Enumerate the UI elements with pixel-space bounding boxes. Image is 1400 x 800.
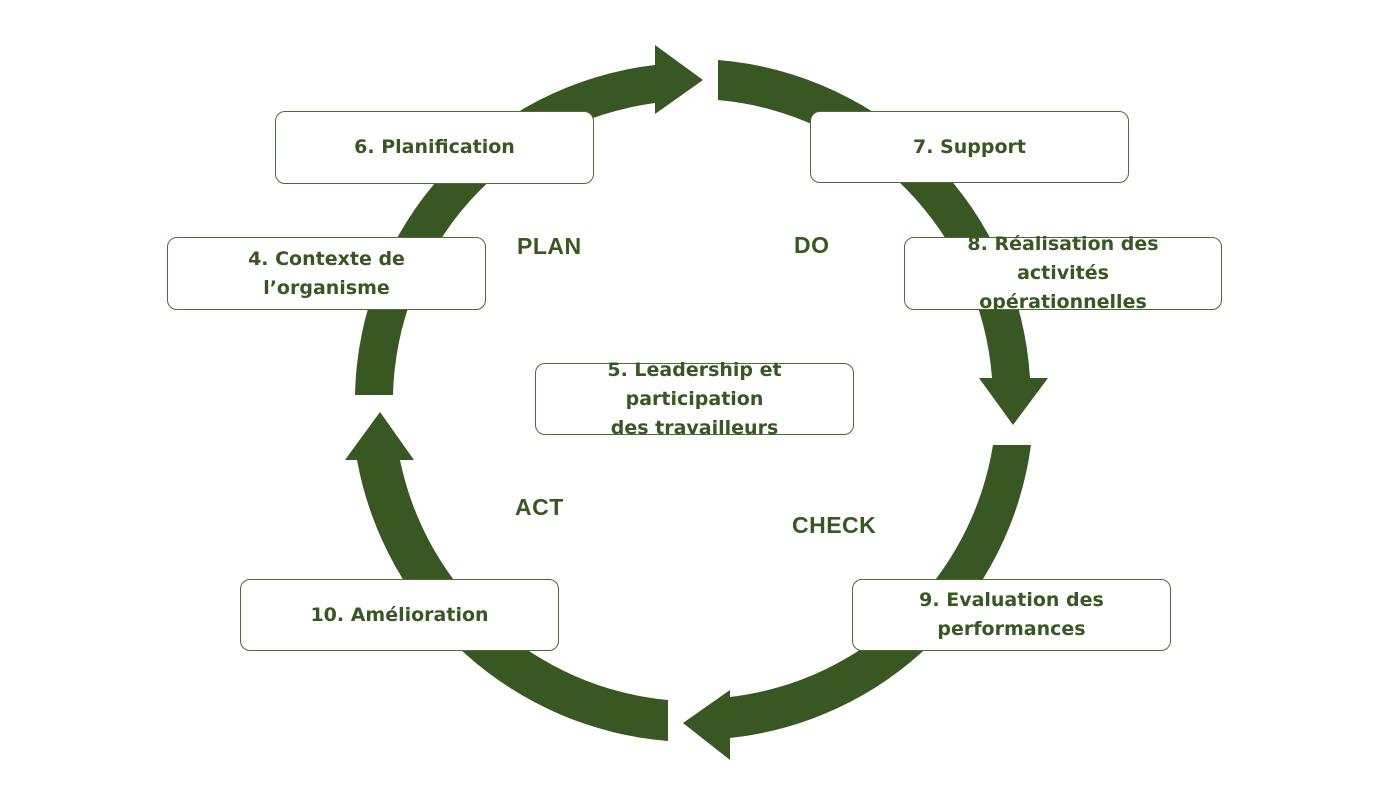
clause-10-amelioration-box: 10. Amélioration [240, 579, 559, 651]
clause-6-planification-box: 6. Planification [275, 111, 594, 184]
clause-4-contexte-box: 4. Contexte de l’organisme [167, 237, 486, 310]
arrow-plan-to-do [355, 45, 703, 395]
clause-9-evaluation-box: 9. Evaluation des performances [852, 579, 1171, 651]
clause-7-support-box: 7. Support [810, 111, 1129, 183]
phase-label-check: CHECK [792, 512, 877, 538]
arrow-act-to-plan [345, 412, 668, 741]
phase-label-act: ACT [515, 494, 564, 520]
phase-label-plan: PLAN [517, 233, 582, 259]
phase-label-do: DO [794, 232, 830, 258]
clause-8-realisation-box: 8. Réalisation des activités opérationne… [904, 233, 1222, 313]
clause-5-leadership-box: 5. Leadership et participation des trava… [535, 359, 854, 439]
